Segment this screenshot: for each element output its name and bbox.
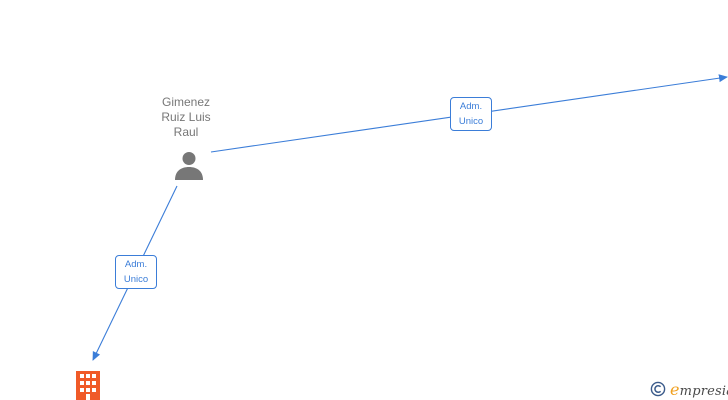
person-icon[interactable] <box>174 150 204 180</box>
brand-name: empresia <box>670 380 728 399</box>
edge-label-adm-unico[interactable]: Adm. Unico <box>115 255 157 289</box>
building-icon[interactable] <box>76 371 100 400</box>
person-name[interactable]: Gimenez Ruiz Luis Raul <box>161 95 211 139</box>
copyright-icon <box>650 381 666 397</box>
edge-label-adm-unico[interactable]: Adm. Unico <box>450 97 492 131</box>
brand-rest: mpresia <box>679 383 728 399</box>
brand-initial: e <box>670 379 680 399</box>
brand-watermark: empresia <box>650 380 728 399</box>
